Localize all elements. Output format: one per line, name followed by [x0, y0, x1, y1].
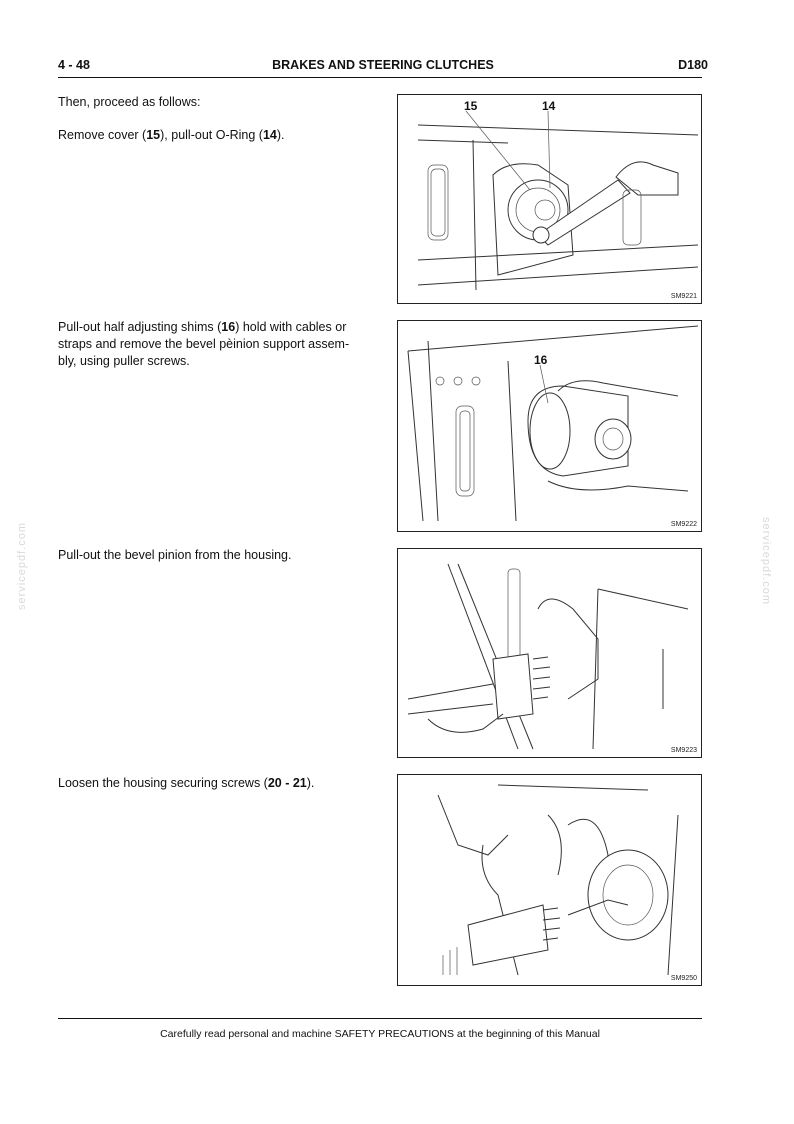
text-run: ) hold with cables or: [235, 320, 347, 334]
step-loosen-screws: Loosen the housing securing screws (20 -…: [58, 775, 368, 792]
figure-code: SM9250: [670, 975, 697, 982]
figure-drawing: [407, 325, 699, 522]
text-line: Pull-out half adjusting shims (16) hold …: [58, 319, 368, 336]
figure-code: SM9223: [670, 747, 697, 754]
figure-code: SM9221: [670, 293, 697, 300]
text-run: Loosen the housing securing screws (: [58, 776, 268, 790]
figure-drawing: [417, 110, 699, 291]
ref-number: 15: [146, 128, 161, 142]
figure-code: SM9222: [670, 521, 697, 528]
watermark-left: servicepdf.com: [15, 522, 28, 610]
text-run: ).: [306, 776, 315, 790]
ref-number: 20 - 21: [267, 776, 307, 790]
text-line: bly, using puller screws.: [58, 354, 190, 368]
step-pull-shims: Pull-out half adjusting shims (16) hold …: [58, 319, 368, 370]
figure-drawing: [407, 563, 689, 750]
header-rule: [58, 77, 702, 78]
text-run: Pull-out the bevel pinion from the housi…: [58, 548, 292, 562]
footer-safety-note: Carefully read personal and machine SAFE…: [160, 1028, 600, 1040]
figure-loosen-housing-screws: SM9250: [397, 774, 702, 986]
ref-number: 14: [262, 128, 277, 142]
intro-text-line: Then, proceed as follows:: [58, 95, 201, 109]
step-remove-cover: Remove cover (15), pull-out O-Ring (14).: [58, 127, 368, 144]
ref-number: 16: [221, 320, 236, 334]
figure-pull-out-pinion: SM9223: [397, 548, 702, 758]
page-header: 4 - 48 BRAKES AND STEERING CLUTCHES D180: [58, 58, 708, 76]
callout-14: 14: [542, 99, 556, 113]
text-run: ), pull-out O-Ring (: [160, 128, 263, 142]
text-run: Pull-out half adjusting shims (: [58, 320, 222, 334]
page-number: 4 - 48: [58, 58, 90, 72]
callout-16: 16: [534, 353, 548, 367]
intro-text: Then, proceed as follows:: [58, 94, 368, 111]
text-line: straps and remove the bevel pèinion supp…: [58, 337, 350, 351]
step-pull-pinion: Pull-out the bevel pinion from the housi…: [58, 547, 368, 564]
text-run: ).: [276, 128, 285, 142]
callout-15: 15: [464, 99, 478, 113]
figure-remove-cover: 15 14 SM9221: [397, 94, 702, 304]
watermark-right: servicepdf.com: [759, 517, 772, 605]
figure-drawing: [437, 784, 679, 976]
text-run: Remove cover (: [58, 128, 147, 142]
section-title: BRAKES AND STEERING CLUTCHES: [272, 58, 494, 72]
figure-remove-bevel-pinion-support: 16 SM9222: [397, 320, 702, 532]
model-code: D180: [678, 58, 708, 72]
footer-rule: [58, 1018, 702, 1019]
